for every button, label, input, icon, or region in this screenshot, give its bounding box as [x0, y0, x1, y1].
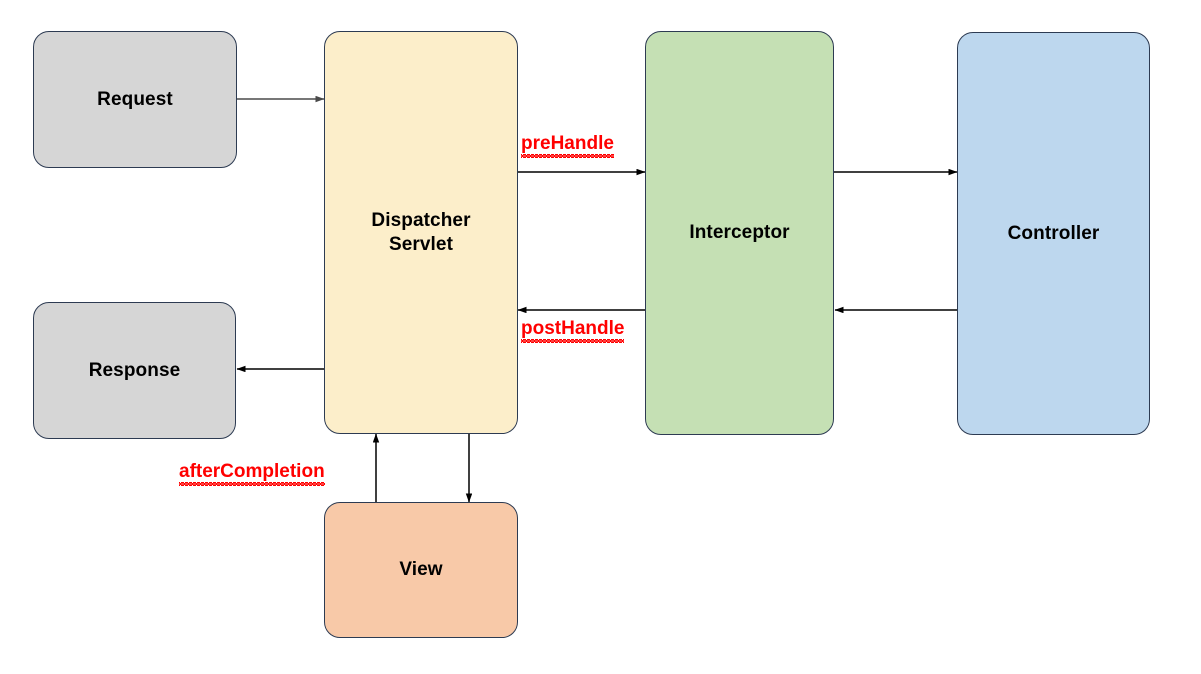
edge-label-aftercompletion-text: afterCompletion	[179, 461, 325, 482]
node-interceptor-label: Interceptor	[689, 222, 790, 244]
edge-label-prehandle-text: preHandle	[521, 133, 614, 154]
node-dispatcher-servlet-line2: Servlet	[388, 233, 454, 255]
edge-label-aftercompletion: afterCompletion	[179, 461, 325, 486]
node-request[interactable]: Request	[33, 31, 237, 168]
edge-label-prehandle: preHandle	[521, 133, 614, 158]
node-view-label: View	[399, 559, 443, 581]
node-interceptor[interactable]: Interceptor	[645, 31, 834, 435]
node-controller[interactable]: Controller	[957, 32, 1150, 435]
edge-label-posthandle: postHandle	[521, 318, 625, 343]
node-dispatcher-servlet[interactable]: Dispatcher Servlet	[324, 31, 518, 434]
spellcheck-underline-icon	[179, 482, 325, 486]
node-response-label: Response	[88, 359, 181, 381]
spellcheck-underline-icon	[521, 339, 625, 343]
node-response[interactable]: Response	[33, 302, 236, 439]
node-request-label: Request	[97, 88, 173, 110]
node-view[interactable]: View	[324, 502, 518, 638]
node-controller-label: Controller	[1007, 222, 1100, 244]
node-dispatcher-servlet-line1: Dispatcher	[371, 209, 471, 231]
node-dispatcher-servlet-label: Dispatcher Servlet	[371, 209, 470, 257]
edge-label-posthandle-text: postHandle	[521, 318, 625, 339]
spellcheck-underline-icon	[521, 154, 614, 158]
